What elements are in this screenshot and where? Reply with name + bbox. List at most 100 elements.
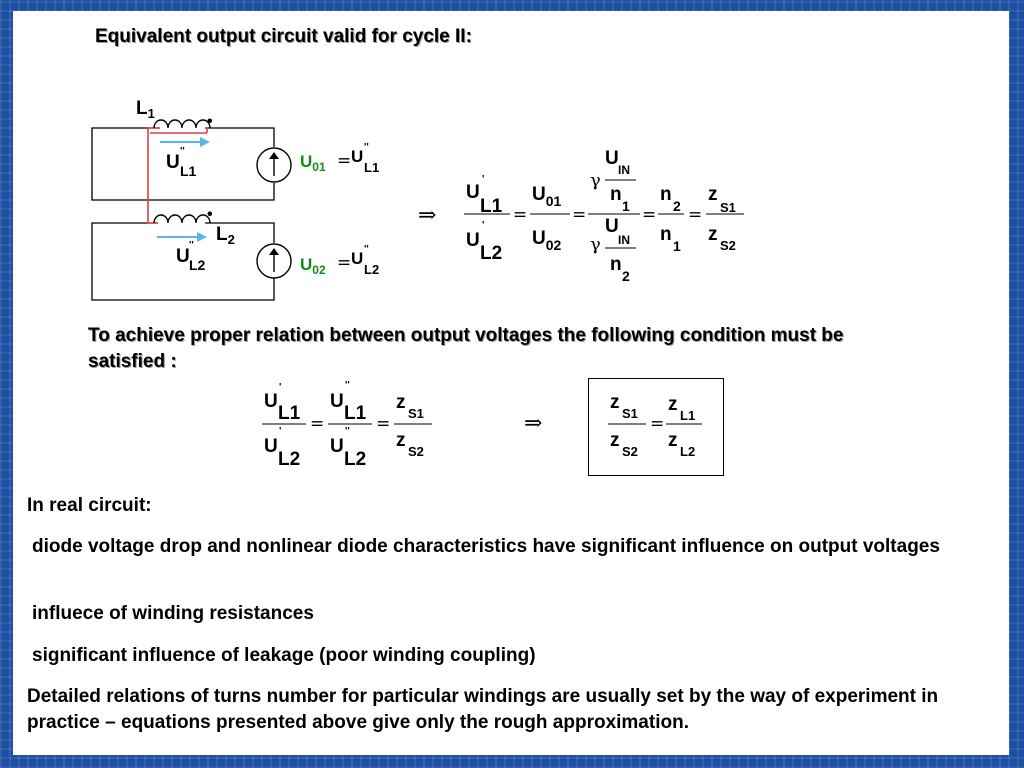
- svg-text:L1: L1: [480, 196, 503, 217]
- svg-text:'': '': [345, 426, 350, 437]
- svg-text:U: U: [466, 182, 480, 203]
- svg-text:L2: L2: [278, 449, 300, 470]
- svg-text:L1: L1: [680, 408, 695, 423]
- svg-text:': ': [279, 426, 281, 437]
- svg-text:z: z: [708, 184, 718, 205]
- current-arrow-l2: [157, 232, 207, 242]
- svg-text:z: z: [610, 430, 620, 451]
- boxed-impedance-equation: z S1 z S2 = z L1 z L2: [608, 392, 702, 459]
- svg-text:U02: U02: [532, 228, 562, 253]
- svg-text:L2: L2: [344, 449, 366, 470]
- svg-text:U: U: [605, 148, 619, 169]
- svg-text:U01: U01: [300, 152, 326, 174]
- svg-text:U: U: [330, 436, 344, 457]
- svg-text:=: =: [513, 205, 527, 225]
- equation-u01: U01 = U '' L1: [300, 142, 379, 175]
- svg-text:'': '': [180, 146, 185, 157]
- real-circuit-item-2: influece of winding resistances: [32, 603, 314, 624]
- svg-text:=: =: [337, 253, 351, 273]
- current-arrow-l1: [160, 137, 210, 147]
- svg-text:U: U: [264, 436, 278, 457]
- l2-label: L2: [216, 224, 235, 247]
- svg-text:n: n: [660, 224, 672, 245]
- svg-text:S1: S1: [720, 200, 736, 215]
- svg-text:n: n: [610, 254, 622, 275]
- svg-text:=: =: [572, 205, 586, 225]
- svg-text:U: U: [466, 230, 480, 251]
- svg-text:z: z: [708, 224, 718, 245]
- svg-text:S2: S2: [408, 444, 424, 459]
- svg-text:U: U: [351, 249, 363, 268]
- svg-text:n: n: [660, 184, 672, 205]
- svg-text:L1: L1: [344, 403, 367, 424]
- svg-text:2: 2: [673, 198, 681, 214]
- inductor-l2-coil: [153, 214, 211, 224]
- svg-text:S1: S1: [408, 406, 424, 421]
- label-u-l2: U '' L2: [176, 240, 206, 273]
- svg-text:': ': [482, 174, 484, 185]
- svg-text:U: U: [264, 391, 278, 412]
- content-panel: [13, 11, 1009, 755]
- condition-text: To achieve proper relation between outpu…: [88, 325, 844, 372]
- svg-text:U01: U01: [532, 184, 562, 209]
- svg-text:L1: L1: [180, 163, 197, 179]
- svg-text:': ': [279, 382, 281, 393]
- svg-text:=: =: [688, 205, 702, 225]
- real-circuit-title: In real circuit:: [27, 495, 152, 516]
- svg-text:=: =: [642, 205, 656, 225]
- real-circuit-item-3: significant influence of leakage (poor w…: [32, 645, 536, 666]
- svg-text:=: =: [310, 414, 324, 434]
- svg-text:1: 1: [673, 238, 681, 254]
- svg-text:L2: L2: [480, 243, 502, 264]
- svg-text:U: U: [605, 216, 619, 237]
- equation-turns-ratio: U ' L1 U ' L2 = U01 U02 = γ U IN n 1 γ U…: [464, 148, 744, 284]
- l1-dot: •: [207, 113, 213, 130]
- implies-arrow-1: ⇒: [418, 203, 436, 228]
- svg-text:z: z: [396, 430, 406, 451]
- svg-text:'': '': [364, 244, 369, 255]
- label-u-l1: U '' L1: [166, 146, 197, 179]
- l1-label: L1: [136, 98, 155, 121]
- svg-text:z: z: [668, 430, 678, 451]
- svg-text:=: =: [376, 414, 390, 434]
- svg-text:L1: L1: [278, 403, 301, 424]
- conclusion-text: Detailed relations of turns number for p…: [27, 686, 939, 733]
- svg-text:L2: L2: [364, 262, 379, 277]
- svg-text:': ': [482, 220, 484, 231]
- lower-loop-wires: [91, 222, 275, 301]
- voltage-source-u02: [256, 243, 292, 279]
- implies-arrow-2: ⇒: [524, 411, 542, 436]
- svg-text:'': '': [189, 240, 194, 251]
- svg-text:n: n: [610, 184, 622, 205]
- equation-u02: U02 = U '' L2: [300, 244, 379, 277]
- boxed-equation-frame: [588, 378, 724, 476]
- svg-text:z: z: [668, 394, 678, 415]
- svg-text:L2: L2: [189, 257, 206, 273]
- svg-text:z: z: [396, 392, 406, 413]
- svg-text:'': '': [345, 380, 350, 391]
- svg-text:γ: γ: [590, 170, 601, 191]
- real-circuit-item-1: diode voltage drop and nonlinear diode c…: [32, 536, 940, 557]
- svg-text:S2: S2: [720, 238, 736, 253]
- svg-text:L1: L1: [364, 160, 379, 175]
- svg-text:L2: L2: [680, 444, 695, 459]
- svg-text:U: U: [330, 391, 344, 412]
- svg-text:U: U: [176, 246, 190, 267]
- condition-equations: U ' L1 U ' L2 = U '' L1 U '' L2 = z S1 z…: [262, 380, 702, 470]
- slide-heading: Equivalent output circuit valid for cycl…: [95, 26, 472, 47]
- svg-text:z: z: [610, 392, 620, 413]
- svg-text:γ: γ: [590, 234, 601, 255]
- svg-text:S1: S1: [622, 406, 638, 421]
- svg-text:U02: U02: [300, 255, 326, 277]
- svg-text:IN: IN: [618, 163, 630, 177]
- svg-text:1: 1: [622, 198, 630, 214]
- svg-text:'': '': [364, 142, 369, 153]
- equivalent-circuit-diagram: L1 • L2 • U '' L1 U '' L2 U01 = U '' L1 …: [91, 98, 744, 301]
- svg-text:U: U: [166, 152, 180, 173]
- upper-loop-wires: [91, 127, 275, 201]
- inductor-l1-coil: [153, 119, 211, 129]
- svg-text:IN: IN: [618, 233, 630, 247]
- svg-text:U: U: [351, 147, 363, 166]
- svg-text:2: 2: [622, 268, 630, 284]
